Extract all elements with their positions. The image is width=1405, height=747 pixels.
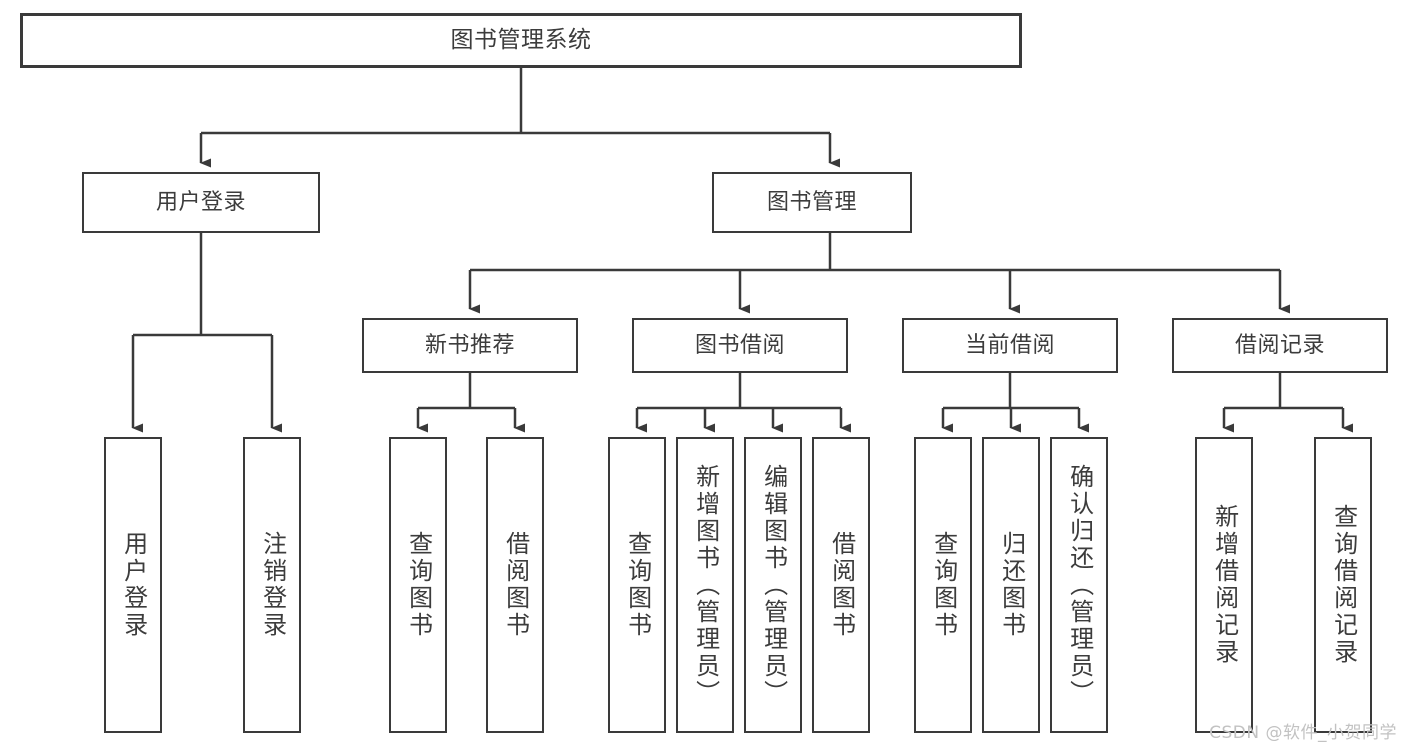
node-leaf-user-login[interactable]: 用户登录 (104, 437, 162, 733)
node-book-borrow[interactable]: 图书借阅 (632, 318, 848, 373)
node-leaf-confirm-return[interactable]: 确认归还（管理员） (1050, 437, 1108, 733)
node-leaf-borrow-book-label: 借阅图书 (827, 531, 856, 639)
node-leaf-add-record[interactable]: 新增借阅记录 (1195, 437, 1253, 733)
node-leaf-add-record-label: 新增借阅记录 (1210, 504, 1239, 666)
node-leaf-return-book[interactable]: 归还图书 (982, 437, 1040, 733)
node-leaf-borrow-book-new-label: 借阅图书 (501, 531, 530, 639)
node-new-book-recommend[interactable]: 新书推荐 (362, 318, 578, 373)
node-borrow-record[interactable]: 借阅记录 (1172, 318, 1388, 373)
node-leaf-borrow-book-new[interactable]: 借阅图书 (486, 437, 544, 733)
node-leaf-confirm-return-label: 确认归还（管理员） (1065, 463, 1094, 707)
node-book-borrow-label: 图书借阅 (694, 332, 785, 358)
node-root[interactable]: 图书管理系统 (20, 13, 1022, 68)
node-leaf-return-book-label: 归还图书 (997, 531, 1026, 639)
node-current-borrow-label: 当前借阅 (964, 332, 1055, 358)
node-current-borrow[interactable]: 当前借阅 (902, 318, 1118, 373)
node-leaf-query-record[interactable]: 查询借阅记录 (1314, 437, 1372, 733)
node-leaf-query-book[interactable]: 查询图书 (608, 437, 666, 733)
node-user-login[interactable]: 用户登录 (82, 172, 320, 233)
node-leaf-user-login-label: 用户登录 (119, 531, 148, 639)
node-book-management[interactable]: 图书管理 (712, 172, 912, 233)
node-leaf-add-book[interactable]: 新增图书（管理员） (676, 437, 734, 733)
node-leaf-query-book-label: 查询图书 (623, 531, 652, 639)
node-leaf-query-book-new[interactable]: 查询图书 (389, 437, 447, 733)
node-leaf-query-book-cur[interactable]: 查询图书 (914, 437, 972, 733)
node-leaf-add-book-label: 新增图书（管理员） (691, 463, 720, 707)
node-leaf-edit-book[interactable]: 编辑图书（管理员） (744, 437, 802, 733)
node-new-book-recommend-label: 新书推荐 (424, 332, 515, 358)
node-leaf-query-record-label: 查询借阅记录 (1329, 504, 1358, 666)
node-leaf-query-book-new-label: 查询图书 (404, 531, 433, 639)
csdn-watermark: CSDN @软件_小贺同学 (1209, 723, 1397, 743)
node-leaf-borrow-book[interactable]: 借阅图书 (812, 437, 870, 733)
node-leaf-logout[interactable]: 注销登录 (243, 437, 301, 733)
node-borrow-record-label: 借阅记录 (1234, 332, 1325, 358)
node-book-management-label: 图书管理 (766, 189, 857, 215)
node-leaf-edit-book-label: 编辑图书（管理员） (759, 463, 788, 707)
node-leaf-logout-label: 注销登录 (258, 531, 287, 639)
node-root-label: 图书管理系统 (450, 26, 592, 53)
node-leaf-query-book-cur-label: 查询图书 (929, 531, 958, 639)
node-user-login-label: 用户登录 (155, 189, 246, 215)
